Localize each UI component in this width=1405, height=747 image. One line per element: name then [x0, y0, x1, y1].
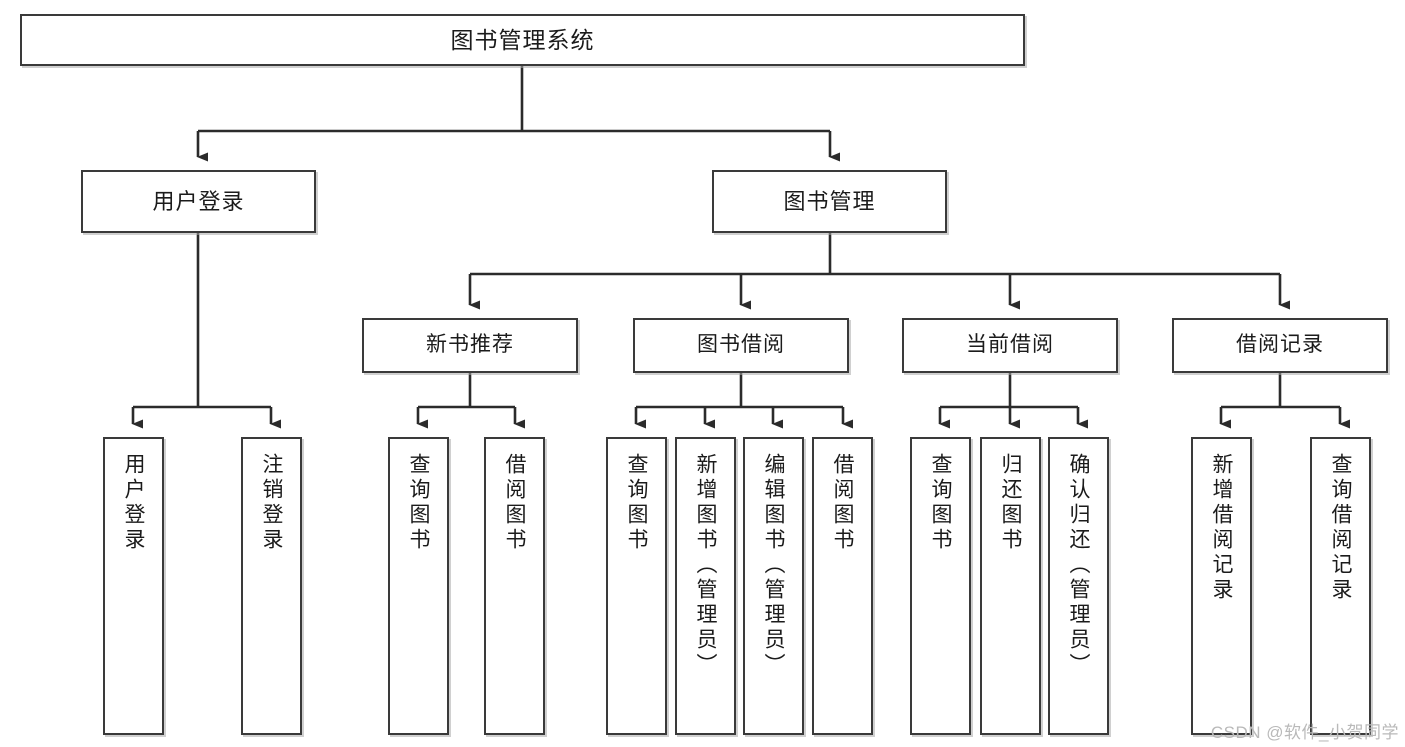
node-label: 图书管理系统 — [450, 26, 595, 53]
node-label: 注销登录 — [260, 453, 283, 553]
leaf-query-borrow-record[interactable]: 查询借阅记录 — [1310, 437, 1371, 735]
node-borrow-record[interactable]: 借阅记录 — [1172, 318, 1388, 373]
node-label: 用户登录 — [152, 188, 245, 214]
node-label: 借阅记录 — [1236, 333, 1324, 357]
node-user-login[interactable]: 用户登录 — [81, 170, 316, 233]
node-root[interactable]: 图书管理系统 — [20, 14, 1025, 66]
leaf-query-book-current[interactable]: 查询图书 — [910, 437, 971, 735]
node-new-book-recommend[interactable]: 新书推荐 — [362, 318, 578, 373]
node-book-management[interactable]: 图书管理 — [712, 170, 947, 233]
leaf-add-book-admin[interactable]: 新增图书（管理员） — [675, 437, 736, 735]
leaf-borrow-book[interactable]: 借阅图书 — [812, 437, 873, 735]
leaf-return-book[interactable]: 归还图书 — [980, 437, 1041, 735]
node-label: 新增借阅记录 — [1210, 453, 1233, 603]
leaf-borrow-book-recommend[interactable]: 借阅图书 — [484, 437, 545, 735]
leaf-user-login[interactable]: 用户登录 — [103, 437, 164, 735]
node-label: 查询图书 — [929, 453, 952, 553]
leaf-add-borrow-record[interactable]: 新增借阅记录 — [1191, 437, 1252, 735]
node-label: 确认归还（管理员） — [1067, 453, 1090, 678]
node-current-borrow[interactable]: 当前借阅 — [902, 318, 1118, 373]
node-label: 图书借阅 — [697, 333, 785, 357]
node-label: 用户登录 — [122, 453, 145, 553]
leaf-query-book-recommend[interactable]: 查询图书 — [388, 437, 449, 735]
node-label: 查询图书 — [407, 453, 430, 553]
watermark-text: CSDN @软件_小贺同学 — [1210, 723, 1399, 742]
node-book-borrow[interactable]: 图书借阅 — [633, 318, 849, 373]
leaf-logout[interactable]: 注销登录 — [241, 437, 302, 735]
node-label: 图书管理 — [783, 188, 876, 214]
leaf-confirm-return-admin[interactable]: 确认归还（管理员） — [1048, 437, 1109, 735]
node-label: 新增图书（管理员） — [694, 453, 717, 678]
leaf-query-book-borrow[interactable]: 查询图书 — [606, 437, 667, 735]
node-label: 归还图书 — [999, 453, 1022, 553]
node-label: 查询图书 — [625, 453, 648, 553]
node-label: 借阅图书 — [503, 453, 526, 553]
node-label: 当前借阅 — [966, 333, 1054, 357]
node-label: 编辑图书（管理员） — [762, 453, 785, 678]
node-label: 新书推荐 — [426, 333, 514, 357]
node-label: 借阅图书 — [831, 453, 854, 553]
leaf-edit-book-admin[interactable]: 编辑图书（管理员） — [743, 437, 804, 735]
node-label: 查询借阅记录 — [1329, 453, 1352, 603]
